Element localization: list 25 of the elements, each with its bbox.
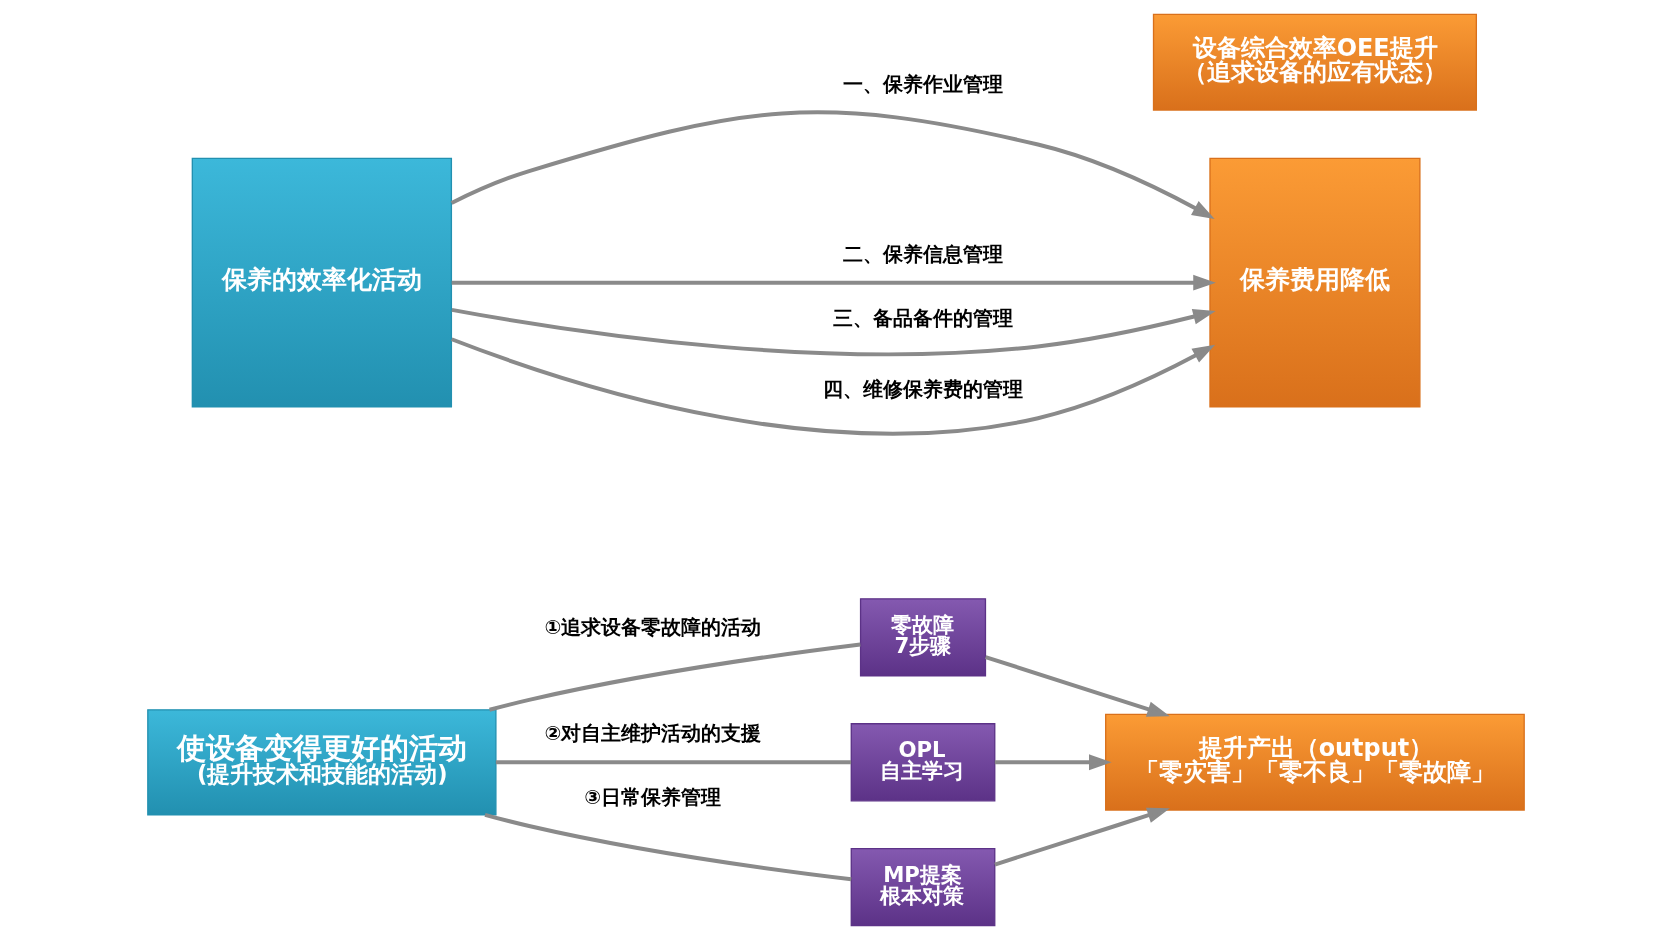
connector <box>495 759 852 764</box>
node-box: 设备综合效率OEE提升 （追求设备的应有状态） <box>1152 13 1477 111</box>
node-box: 提升产出（output） 「零灾害」「零不良」「零故障」 <box>1105 713 1525 811</box>
edge-label: 一、保养作业管理 <box>843 72 1004 96</box>
edge-label: 二、保养信息管理 <box>843 242 1004 266</box>
edge-label: ③日常保养管理 <box>584 785 722 809</box>
arrow <box>994 753 1112 770</box>
node-box: 使设备变得更好的活动 (提升技术和技能的活动) <box>147 708 497 815</box>
edge-label: 三、备品备件的管理 <box>832 306 1013 330</box>
arrow <box>450 109 1215 219</box>
arrow <box>451 307 1216 356</box>
node-box: MP提案 根本对策 <box>850 847 996 926</box>
node-box: OPL 自主学习 <box>850 722 996 801</box>
arrow <box>450 336 1216 436</box>
edge-label: 四、维修保养费的管理 <box>823 377 1024 401</box>
node-box: 保养的效率化活动 <box>191 157 453 408</box>
arrow <box>451 274 1216 291</box>
node-box: 保养费用降低 <box>1209 157 1421 408</box>
arrow <box>994 807 1170 866</box>
arrow <box>985 654 1170 717</box>
node-box: 零故障 7步骤 <box>859 597 987 677</box>
edge-label: ②对自主维护活动的支援 <box>544 721 762 745</box>
connector <box>484 812 852 881</box>
connector <box>489 642 861 712</box>
edge-label: ①追求设备零故障的活动 <box>544 615 762 639</box>
